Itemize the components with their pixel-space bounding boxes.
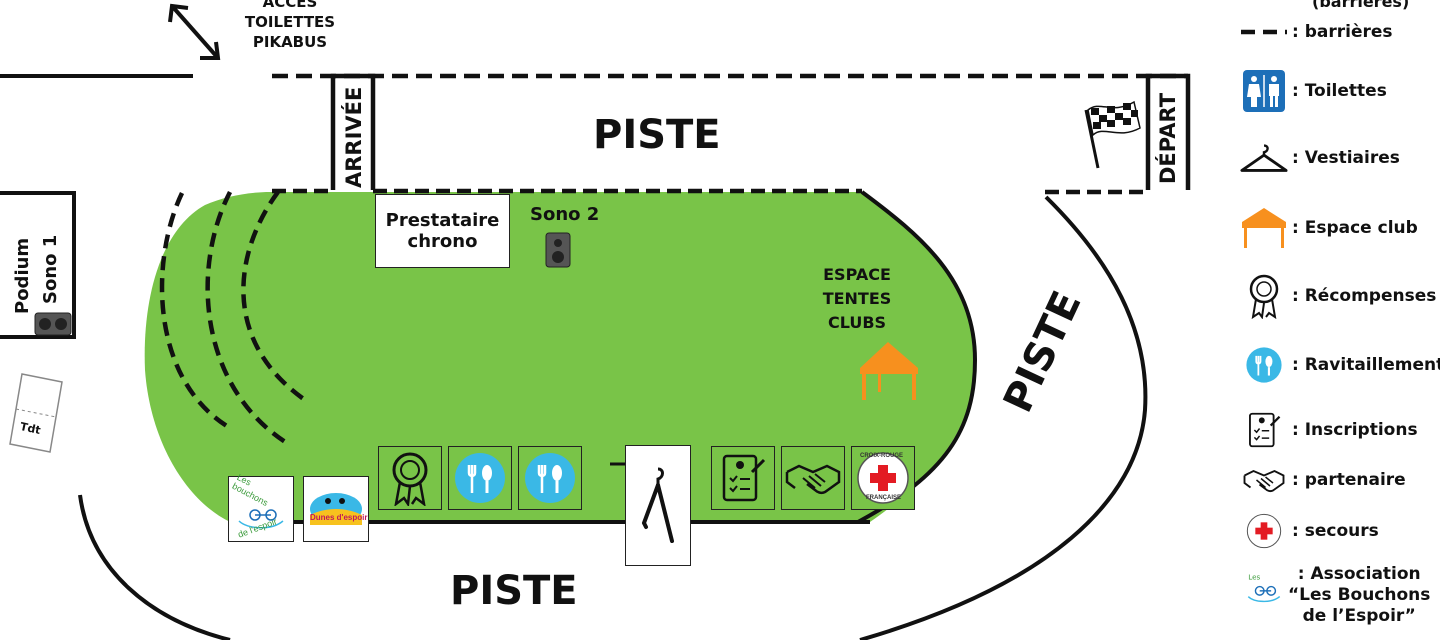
access-line-2: TOILETTES xyxy=(244,13,336,31)
toilets-icon xyxy=(1240,67,1288,115)
dunes-logo-text: Dunes d'espoir xyxy=(310,513,368,522)
food-legend-icon xyxy=(1240,341,1288,389)
svg-text:Les: Les xyxy=(1248,572,1260,581)
dunes-logo-icon xyxy=(310,493,362,525)
curve-barrier-3 xyxy=(241,190,307,402)
legend-item-espace-club: : Espace club xyxy=(1240,204,1418,252)
legend-label-inscriptions: : Inscriptions xyxy=(1292,420,1418,440)
legend-label-secours: : secours xyxy=(1292,521,1379,541)
podium-label: Podium xyxy=(12,237,33,314)
checkered-flag-icon xyxy=(1084,100,1141,169)
legend-item-recompenses: : Récompenses xyxy=(1240,272,1436,320)
secours-tile: CROIX-ROUGE FRANÇAISE xyxy=(851,446,915,510)
dunes-logo-tile: Dunes d'espoir xyxy=(303,476,369,542)
arrival-box-outline xyxy=(330,73,376,190)
espace-line-1: ESPACE xyxy=(823,265,891,284)
legend-label-recompenses: : Récompenses xyxy=(1292,286,1437,306)
field-right-edge xyxy=(857,190,978,524)
sono1-label: Sono 1 xyxy=(40,234,61,304)
curve-barrier-1 xyxy=(159,192,232,430)
prestataire-chrono-box: Prestataire chrono xyxy=(375,194,510,268)
legend-label-barrieres: : barrières xyxy=(1292,22,1393,42)
prestataire-line-2: chrono xyxy=(407,231,478,252)
podium-box-outline xyxy=(0,191,76,339)
vestiaire-box xyxy=(625,445,691,566)
legend-label-association-2: “Les Bouchons xyxy=(1288,585,1431,605)
red-cross-icon xyxy=(857,452,909,504)
legend-label-espace-club: : Espace club xyxy=(1292,218,1418,238)
barrier-dashes-icon xyxy=(1240,8,1288,56)
access-line-3: PIKABUS xyxy=(252,33,328,51)
legend-association-text: : Association “Les Bouchons de l’Espoir” xyxy=(1288,564,1430,627)
food-icon xyxy=(455,453,505,503)
hanger-icon xyxy=(642,467,674,543)
food-tile-2 xyxy=(518,446,582,510)
legend-label-association-3: de l’Espoir” xyxy=(1302,606,1416,626)
legend-item-secours: : secours xyxy=(1240,507,1379,555)
outer-track-right xyxy=(859,195,1148,640)
legend-label-vestiaires: : Vestiaires xyxy=(1292,148,1400,168)
bouchons-legend-icon: Les xyxy=(1240,564,1288,612)
bouchons-logo-tile: Les bouchons de l'espoir xyxy=(228,472,294,542)
handshake-icon xyxy=(785,464,841,495)
club-tent-icon xyxy=(860,342,918,400)
legend-item-barrieres: : barrières xyxy=(1240,8,1393,56)
clipboard-icon xyxy=(722,454,766,502)
piste-top-label: PISTE xyxy=(593,112,721,158)
speaker-podium-icon xyxy=(34,312,72,336)
access-arrow-icon xyxy=(168,3,221,60)
depart-label: DÉPART xyxy=(1156,92,1180,184)
croix-rouge-text-top: CROIX-ROUGE xyxy=(860,453,904,459)
legend-label-partenaire: : partenaire xyxy=(1292,470,1406,490)
arrivee-label: ARRIVÉE xyxy=(342,86,366,188)
sono2-label: Sono 2 xyxy=(530,204,600,225)
inscriptions-tile xyxy=(711,446,775,510)
legend-header-partial: (barrières) xyxy=(1312,0,1410,11)
croix-rouge-text-bottom: FRANÇAISE xyxy=(866,495,902,501)
legend-label-association: : Association xyxy=(1297,564,1421,584)
espace-tentes-label: ESPACE TENTES CLUBS xyxy=(815,263,899,335)
partenaire-tile xyxy=(781,446,845,510)
red-cross-legend-icon xyxy=(1240,507,1288,555)
bouchons-logo-icon xyxy=(238,509,284,529)
prestataire-line-1: Prestataire xyxy=(385,210,500,231)
hanger-legend-icon xyxy=(1240,134,1288,182)
food-tile-1 xyxy=(448,446,512,510)
piste-bottom-label: PISTE xyxy=(450,568,578,614)
clipboard-legend-icon xyxy=(1240,406,1288,454)
legend-item-inscriptions: : Inscriptions xyxy=(1240,406,1418,454)
legend-label-toilettes: : Toilettes xyxy=(1292,81,1387,101)
legend-item-association: Les : Association “Les Bouchons de l’Esp… xyxy=(1240,564,1430,627)
outer-track-bottom-left xyxy=(78,494,231,640)
award-rosette-icon xyxy=(392,452,428,506)
legend-item-toilettes: : Toilettes xyxy=(1240,67,1387,115)
food-icon-2 xyxy=(525,453,575,503)
legend-item-vestiaires: : Vestiaires xyxy=(1240,134,1400,182)
award-rosette-legend-icon xyxy=(1240,272,1288,320)
speaker-icon xyxy=(545,232,571,268)
espace-line-3: CLUBS xyxy=(827,313,887,332)
depart-box-outline xyxy=(1145,73,1191,190)
legend-item-partenaire: : partenaire xyxy=(1240,456,1406,504)
handshake-legend-icon xyxy=(1240,456,1288,504)
access-label: ACCES TOILETTES PIKABUS xyxy=(240,0,340,52)
green-field xyxy=(144,192,975,522)
club-tent-legend-icon xyxy=(1240,204,1288,252)
access-line-1: ACCES xyxy=(262,0,318,11)
legend-item-ravitaillement: : Ravitaillement xyxy=(1240,341,1440,389)
legend-label-ravitaillement: : Ravitaillement xyxy=(1292,355,1440,375)
tdt-box xyxy=(9,373,63,453)
award-tile xyxy=(378,446,442,510)
curve-barrier-2 xyxy=(205,190,292,447)
espace-line-2: TENTES xyxy=(822,289,892,308)
